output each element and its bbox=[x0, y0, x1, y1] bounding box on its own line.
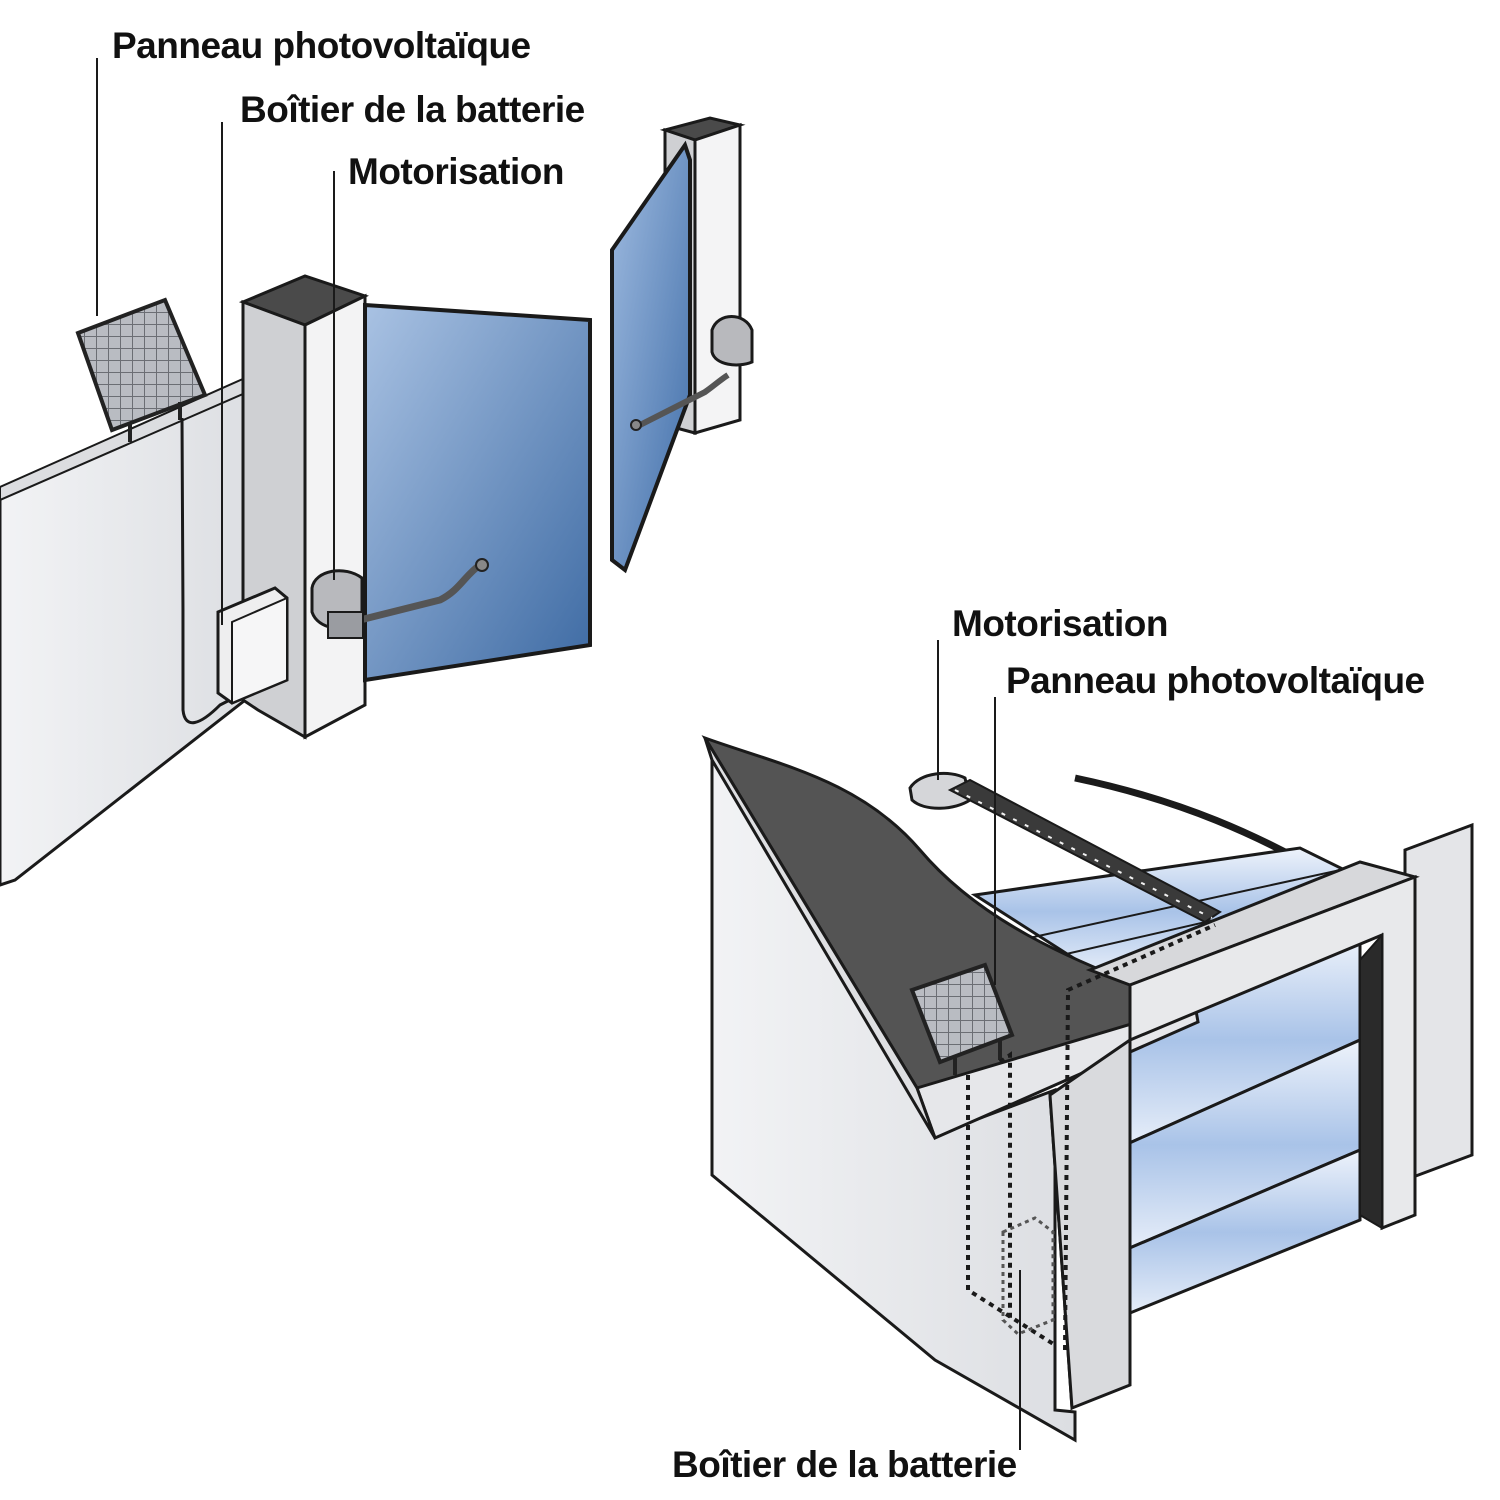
gate-solar-panel-icon bbox=[75, 297, 208, 442]
gate-leaf-left bbox=[363, 302, 592, 683]
garage-dotted-cable bbox=[966, 923, 1216, 1351]
gate-battery-box-icon bbox=[216, 586, 289, 705]
garage-label-solar-panel: Panneau photovoltaïque bbox=[1006, 660, 1425, 701]
garage-roof bbox=[701, 735, 1200, 1141]
garage-label-battery-box: Boîtier de la batterie bbox=[672, 1444, 1017, 1485]
gate-motor-icon bbox=[310, 569, 364, 639]
gate-motor-arm bbox=[339, 562, 483, 629]
gate-label-battery-box: Boîtier de la batterie bbox=[240, 89, 585, 130]
gate-cable bbox=[180, 417, 266, 725]
garage-door bbox=[970, 846, 1369, 1318]
garage-frame bbox=[1048, 860, 1420, 1411]
garage-battery-box-icon bbox=[1001, 1216, 1055, 1336]
garage-scene: Motorisation Panneau photovoltaïque Boît… bbox=[672, 603, 1474, 1485]
gate-right-motor-icon bbox=[710, 315, 754, 367]
gate-label-motor: Motorisation bbox=[348, 151, 564, 192]
garage-label-motor: Motorisation bbox=[952, 603, 1168, 644]
gate-label-solar-panel: Panneau photovoltaïque bbox=[112, 25, 531, 66]
gate-leaf-right bbox=[610, 140, 692, 574]
garage-motor-icon bbox=[908, 771, 1222, 924]
garage-solar-panel-icon bbox=[909, 962, 1015, 1075]
gate-scene: Panneau photovoltaïque Boîtier de la bat… bbox=[0, 25, 754, 887]
